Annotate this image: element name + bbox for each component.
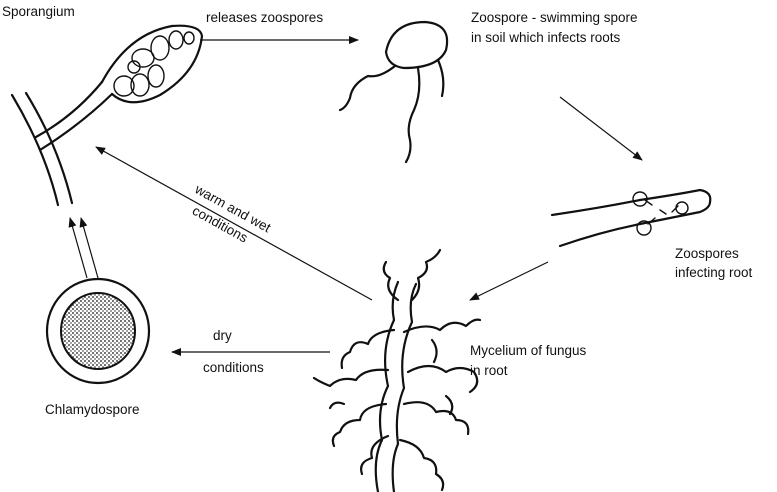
arrow-to-mycelium: [470, 262, 548, 300]
mycelium-trunk: [376, 282, 398, 492]
zoospore-label-line1: Zoospore - swimming spore: [471, 10, 638, 25]
infecting-label-line1: Zoospores: [675, 246, 739, 261]
chlamydospore-figure: [47, 279, 149, 383]
spore-4: [184, 32, 194, 44]
chlamydospore-label: Chlamydospore: [45, 402, 140, 417]
arrow-to-root: [560, 97, 642, 160]
spore-7: [148, 65, 164, 87]
dry-label-line2: conditions: [203, 360, 264, 375]
infected-root-figure: [552, 190, 710, 246]
chlamydospore-inner: [61, 293, 135, 369]
mycelium-trunk-2: [393, 284, 416, 492]
zoospore-label-line2: in soil which infects roots: [471, 30, 621, 45]
arrow-germinate-2: [81, 218, 98, 278]
mycelium-branch-5: [361, 436, 443, 490]
mycelium-label-line2: in root: [470, 363, 508, 378]
zoospore-flagellum-1: [340, 66, 395, 110]
zoospore-flagellum-3: [438, 60, 443, 96]
hypha-left-branch: [12, 95, 58, 205]
mycelium-figure: [314, 250, 480, 492]
warm-wet-label-group: warm and wet conditions: [182, 181, 274, 253]
zoospore-figure: [340, 22, 447, 162]
arrow-germinate-1: [70, 218, 87, 278]
spore-3: [169, 31, 183, 49]
hypha-right-branch: [26, 93, 72, 203]
mycelium-label-line1: Mycelium of fungus: [470, 343, 587, 358]
mycelium-branch-3: [314, 366, 477, 392]
sporangium-label: Sporangium: [2, 4, 75, 19]
dry-label-line1: dry: [213, 328, 232, 343]
zoospore-flagellum-2: [406, 68, 419, 162]
mycelium-branch-6: [330, 340, 452, 414]
infecting-label-line2: infecting root: [675, 265, 753, 280]
spore-2: [151, 36, 169, 60]
sporangium-figure: [12, 26, 202, 205]
releases-label: releases zoospores: [206, 10, 323, 25]
root-zoospore-3: [676, 202, 688, 214]
